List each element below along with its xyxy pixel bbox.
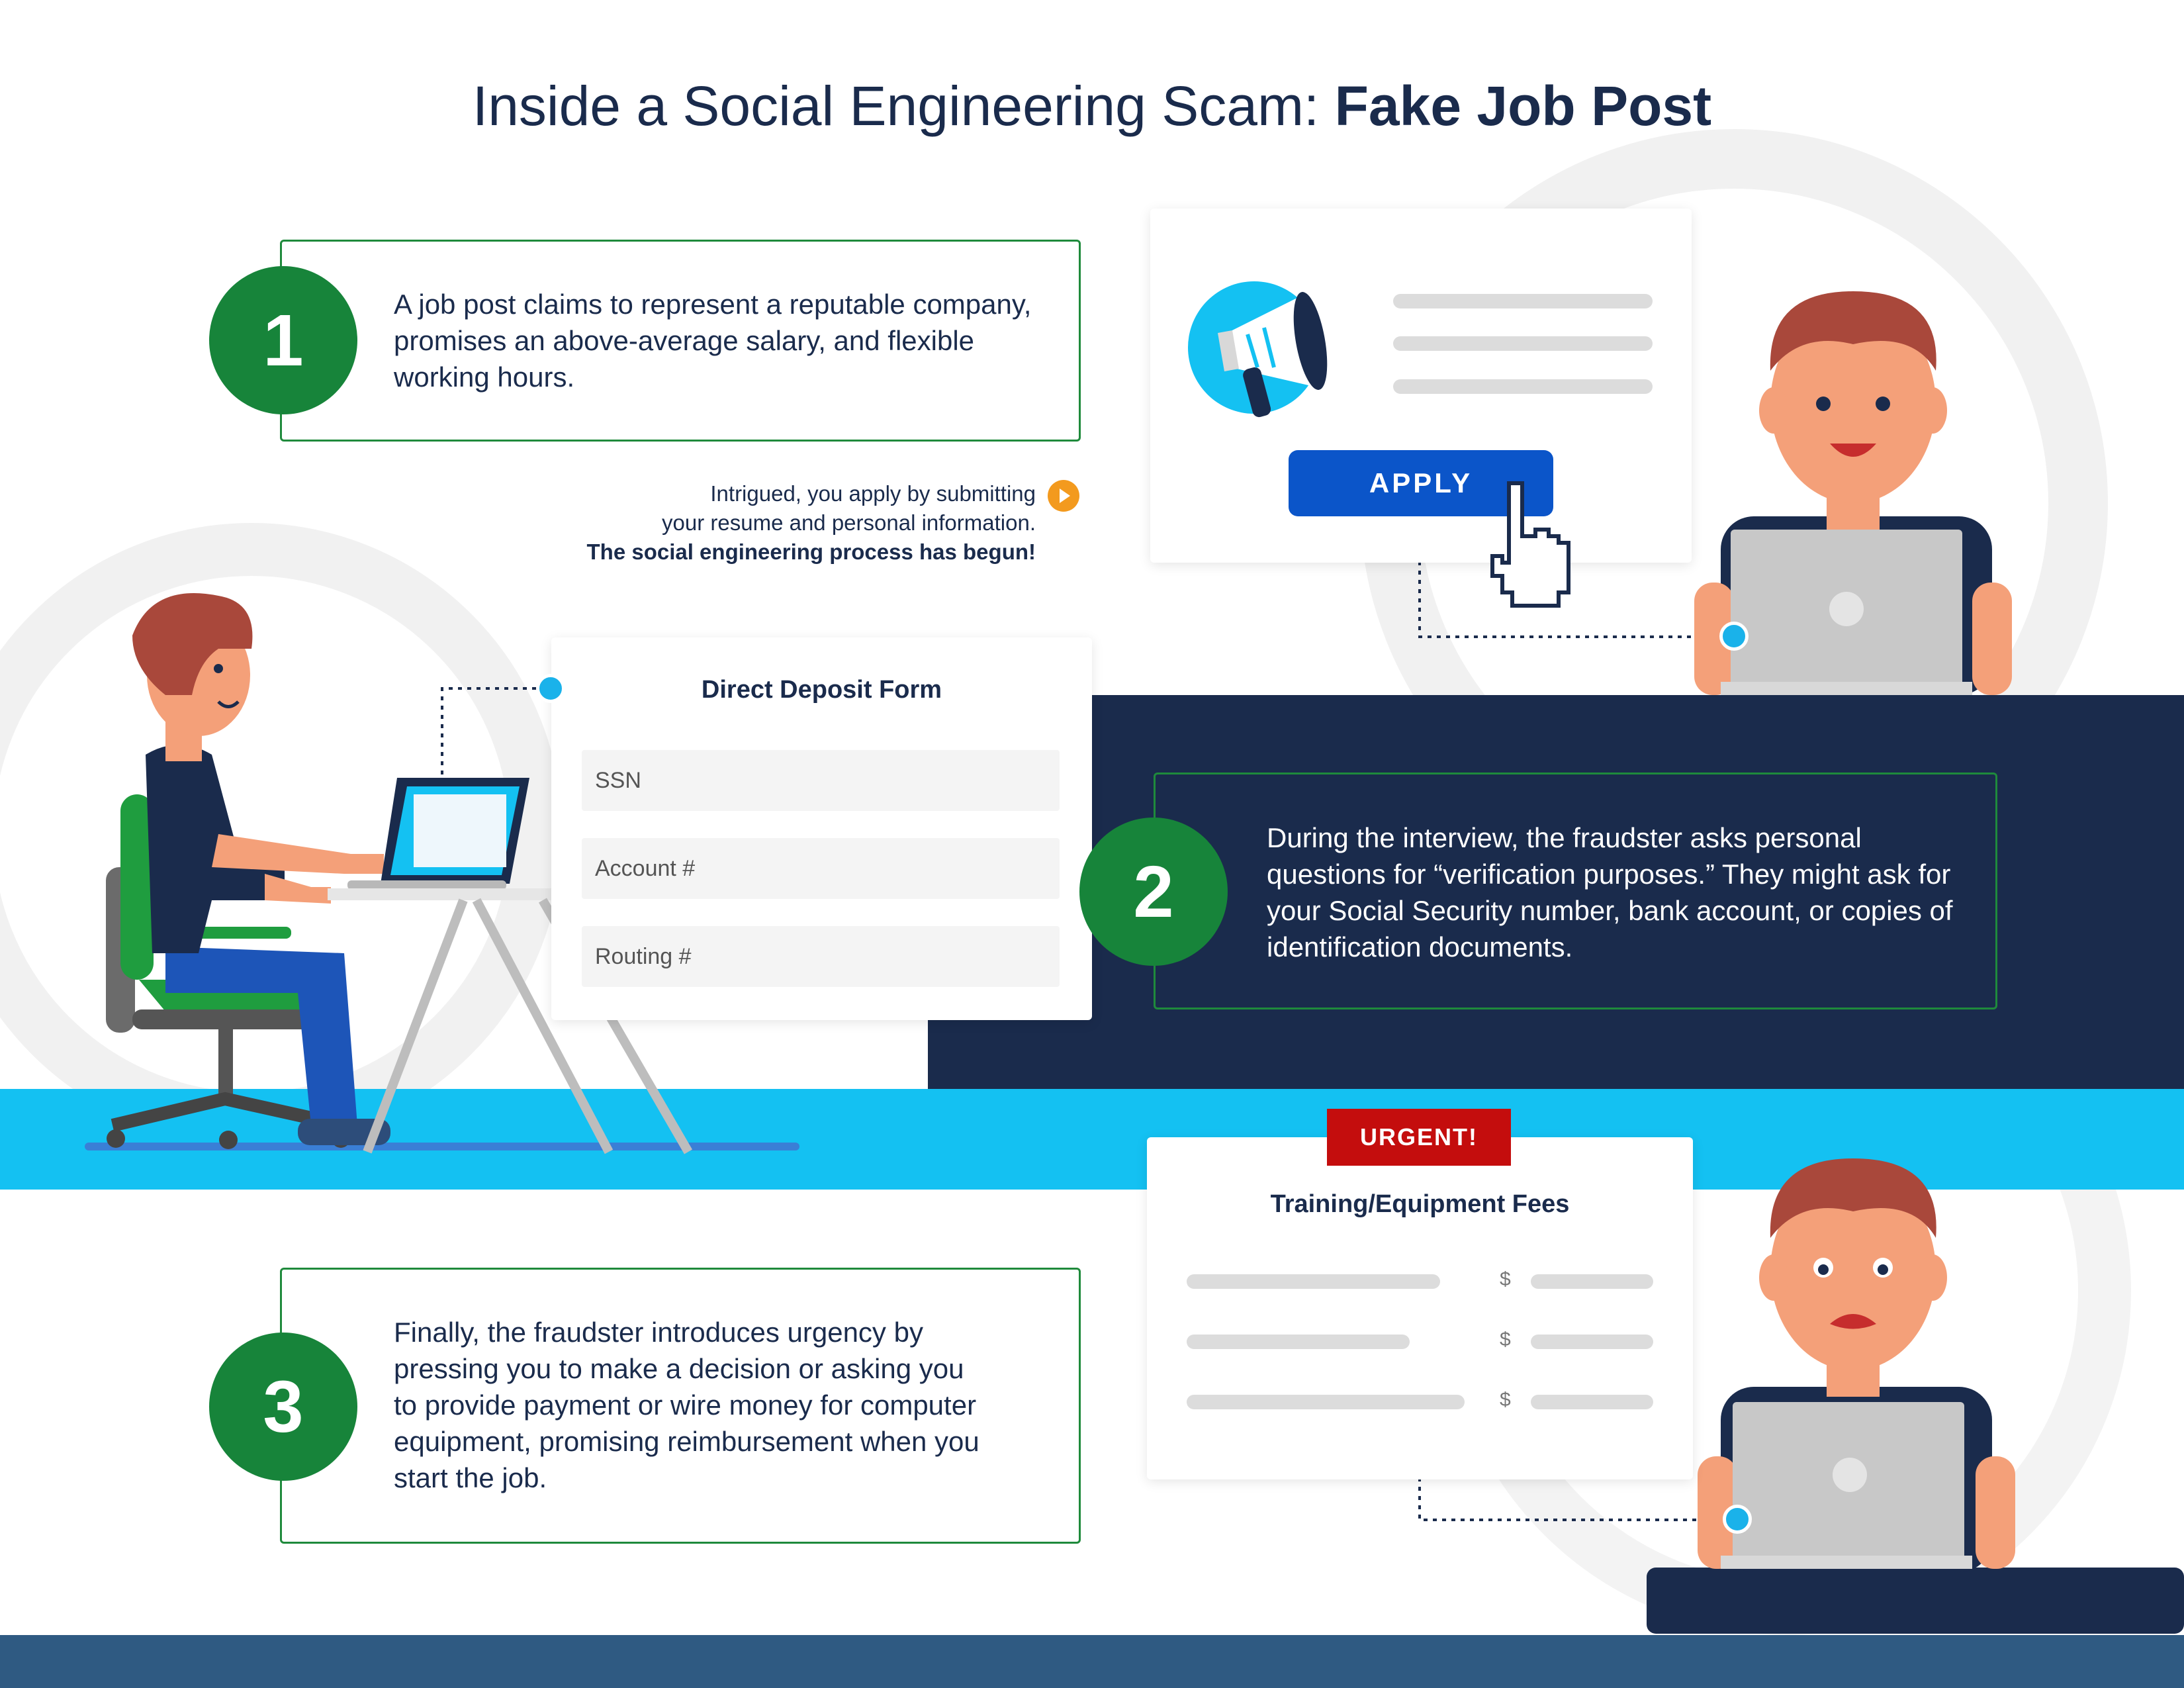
fee-amount-line — [1531, 1395, 1653, 1409]
step-3-box — [280, 1268, 1081, 1544]
fee-item-line — [1187, 1335, 1410, 1349]
happy-person-illustration — [1694, 291, 2012, 695]
fee-item-line — [1187, 1274, 1440, 1289]
step-2-text: During the interview, the fraudster asks… — [1267, 822, 1953, 962]
pointer-hand-icon — [1489, 477, 1575, 609]
person-at-desk-illustration — [106, 593, 693, 1154]
fees-title: Training/Equipment Fees — [1270, 1190, 1570, 1218]
play-icon — [1047, 479, 1080, 512]
step-1-number: 1 — [209, 266, 357, 414]
fee-currency: $ — [1500, 1329, 1511, 1350]
page-title: Inside a Social Engineering Scam: Fake J… — [472, 75, 1712, 137]
step-1-text: A job post claims to represent a reputab… — [394, 289, 1032, 393]
worried-person-illustration — [1698, 1158, 2015, 1572]
fee-amount-line — [1531, 1274, 1653, 1289]
connector-dot — [1723, 1505, 1752, 1534]
direct-deposit-form-card: Direct Deposit Form SSN Account # Routin… — [551, 637, 1092, 1020]
ssn-field[interactable]: SSN — [582, 750, 1060, 811]
routing-field[interactable]: Routing # — [582, 926, 1060, 987]
fee-item-line — [1187, 1395, 1465, 1409]
apply-note: Intrigued, you apply by submitting your … — [586, 481, 1036, 564]
form-title: Direct Deposit Form — [701, 676, 942, 704]
megaphone-icon — [1185, 261, 1357, 420]
urgent-badge: URGENT! — [1327, 1109, 1511, 1166]
job-post-line — [1393, 336, 1653, 351]
training-fees-card: Training/Equipment Fees $ $ $ — [1147, 1137, 1693, 1479]
step-3-number: 3 — [209, 1333, 357, 1481]
job-post-line — [1393, 379, 1653, 394]
step-1-box — [280, 240, 1081, 442]
account-field[interactable]: Account # — [582, 838, 1060, 899]
fee-amount-line — [1531, 1335, 1653, 1349]
step-3-text: Finally, the fraudster introduces urgenc… — [394, 1317, 979, 1493]
job-post-line — [1393, 294, 1653, 308]
fee-currency: $ — [1500, 1389, 1511, 1411]
connector-dot — [1719, 622, 1749, 651]
step-2-number: 2 — [1079, 818, 1228, 966]
fee-currency: $ — [1500, 1268, 1511, 1290]
connector-dot — [536, 674, 565, 703]
